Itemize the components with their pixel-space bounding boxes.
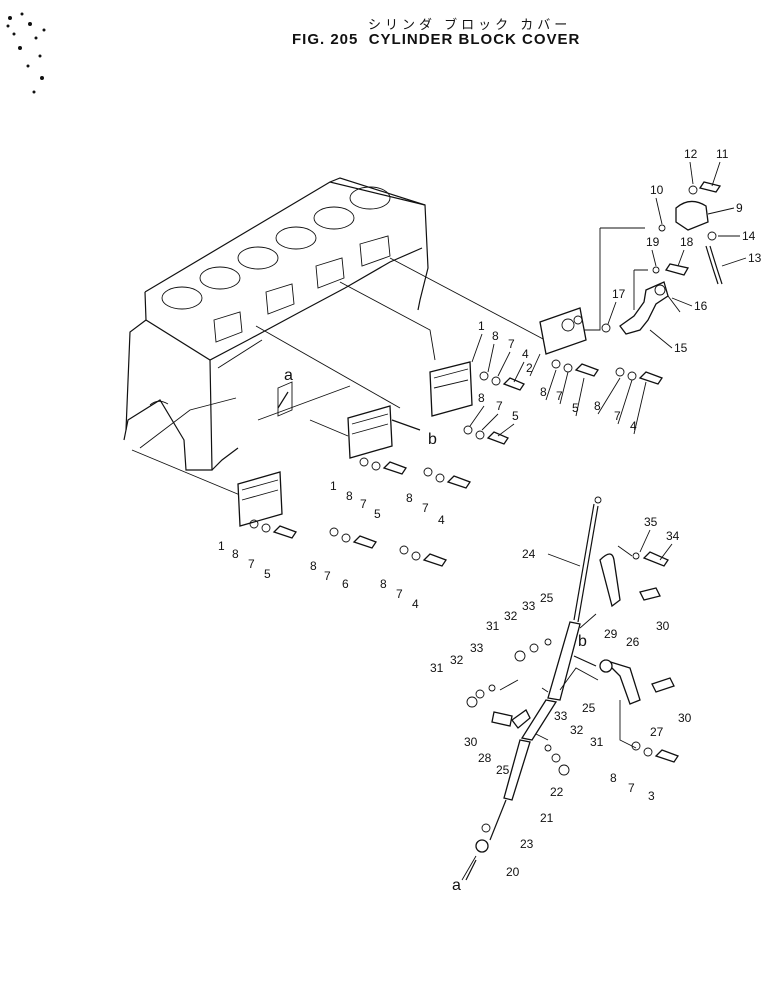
- callout-number: 2: [526, 361, 533, 375]
- callout-number: 1: [478, 319, 485, 333]
- callout-number: 33: [522, 599, 536, 613]
- callout-labels: 1 8 7 4 8 7 5 2 8 7 5 8 7 4 1 8 7 5 8 7 …: [218, 147, 762, 879]
- callout-number: 8: [594, 399, 601, 413]
- cover-plate-upper: [429, 361, 473, 417]
- callout-number: 23: [520, 837, 534, 851]
- callout-number: 16: [694, 299, 708, 313]
- callout-number: 29: [604, 627, 618, 641]
- callout-number: 33: [470, 641, 484, 655]
- callout-number: 35: [644, 515, 658, 529]
- reference-letters: a b b a: [284, 367, 587, 894]
- callout-number: 8: [380, 577, 387, 591]
- callout-number: 7: [248, 557, 255, 571]
- callout-number: 8: [346, 489, 353, 503]
- callout-number: 8: [478, 391, 485, 405]
- callout-number: 8: [492, 329, 499, 343]
- callout-number: 24: [522, 547, 536, 561]
- cover-plate-middle: [347, 405, 393, 459]
- callout-number: 4: [412, 597, 419, 611]
- callout-number: 31: [430, 661, 444, 675]
- callout-number: 7: [324, 569, 331, 583]
- callout-number: 8: [406, 491, 413, 505]
- figure-title: FIG. 205 CYLINDER BLOCK COVER: [292, 31, 580, 48]
- callout-number: 26: [626, 635, 640, 649]
- callout-number: 22: [550, 785, 564, 799]
- callout-number: 11: [716, 147, 729, 161]
- callout-number: 8: [540, 385, 547, 399]
- oil-level-gauge-group: [461, 496, 679, 881]
- callout-number: 21: [540, 811, 554, 825]
- reference-letter: a: [284, 367, 293, 384]
- callout-number: 3: [648, 789, 655, 803]
- callout-number: 15: [674, 341, 688, 355]
- callout-number: 7: [556, 389, 563, 403]
- water-outlet-group: [601, 181, 723, 335]
- callout-number: 8: [310, 559, 317, 573]
- callout-number: 1: [330, 479, 337, 493]
- callout-number: 1: [218, 539, 225, 553]
- callout-number: 8: [232, 547, 239, 561]
- callout-number: 32: [570, 723, 584, 737]
- callout-number: 7: [508, 337, 515, 351]
- reference-letter: a: [452, 877, 461, 894]
- callout-number: 7: [628, 781, 635, 795]
- callout-number: 4: [522, 347, 529, 361]
- callout-number: 12: [684, 147, 698, 161]
- callout-number: 20: [506, 865, 520, 879]
- callout-number: 13: [748, 251, 762, 265]
- callout-number: 28: [478, 751, 492, 765]
- callout-number: 5: [374, 507, 381, 521]
- callout-number: 8: [610, 771, 617, 785]
- callout-number: 30: [656, 619, 670, 633]
- title-japanese: シリンダ ブロック カバー: [368, 18, 572, 33]
- water-connector-cover: [539, 307, 587, 355]
- cylinder-block: [123, 177, 429, 471]
- callout-number: 9: [736, 201, 743, 215]
- figure-name: CYLINDER BLOCK COVER: [368, 31, 581, 48]
- callout-number: 31: [590, 735, 604, 749]
- reference-letter: b: [578, 633, 587, 650]
- reference-arrows: [277, 391, 597, 881]
- callout-number: 33: [554, 709, 568, 723]
- callout-number: 27: [650, 725, 664, 739]
- figure-number: FIG. 205: [292, 31, 359, 48]
- callout-number: 7: [396, 587, 403, 601]
- callout-number: 17: [612, 287, 626, 301]
- bolt-washer-sets: [249, 359, 663, 567]
- callout-number: 4: [438, 513, 445, 527]
- callout-number: 7: [422, 501, 429, 515]
- callout-number: 10: [650, 183, 664, 197]
- callout-number: 5: [264, 567, 271, 581]
- callout-number: 18: [680, 235, 694, 249]
- callout-number: 5: [572, 401, 579, 415]
- scan-artifact: [6, 12, 46, 94]
- callout-number: 30: [464, 735, 478, 749]
- callout-number: 5: [512, 409, 519, 423]
- callout-leaders: [469, 161, 747, 567]
- callout-number: 14: [742, 229, 756, 243]
- projection-lines: [131, 227, 645, 496]
- callout-number: 6: [342, 577, 349, 591]
- callout-number: 31: [486, 619, 500, 633]
- callout-number: 25: [540, 591, 554, 605]
- callout-number: 25: [582, 701, 596, 715]
- callout-number: 30: [678, 711, 692, 725]
- callout-number: 4: [630, 419, 637, 433]
- callout-number: 7: [614, 409, 621, 423]
- callout-number: 32: [504, 609, 518, 623]
- cover-plate-lower: [237, 471, 283, 527]
- callout-number: 25: [496, 763, 510, 777]
- callout-number: 7: [496, 399, 503, 413]
- callout-number: 34: [666, 529, 680, 543]
- reference-letter: b: [428, 431, 437, 448]
- callout-number: 19: [646, 235, 660, 249]
- callout-number: 32: [450, 653, 464, 667]
- callout-number: 7: [360, 497, 367, 511]
